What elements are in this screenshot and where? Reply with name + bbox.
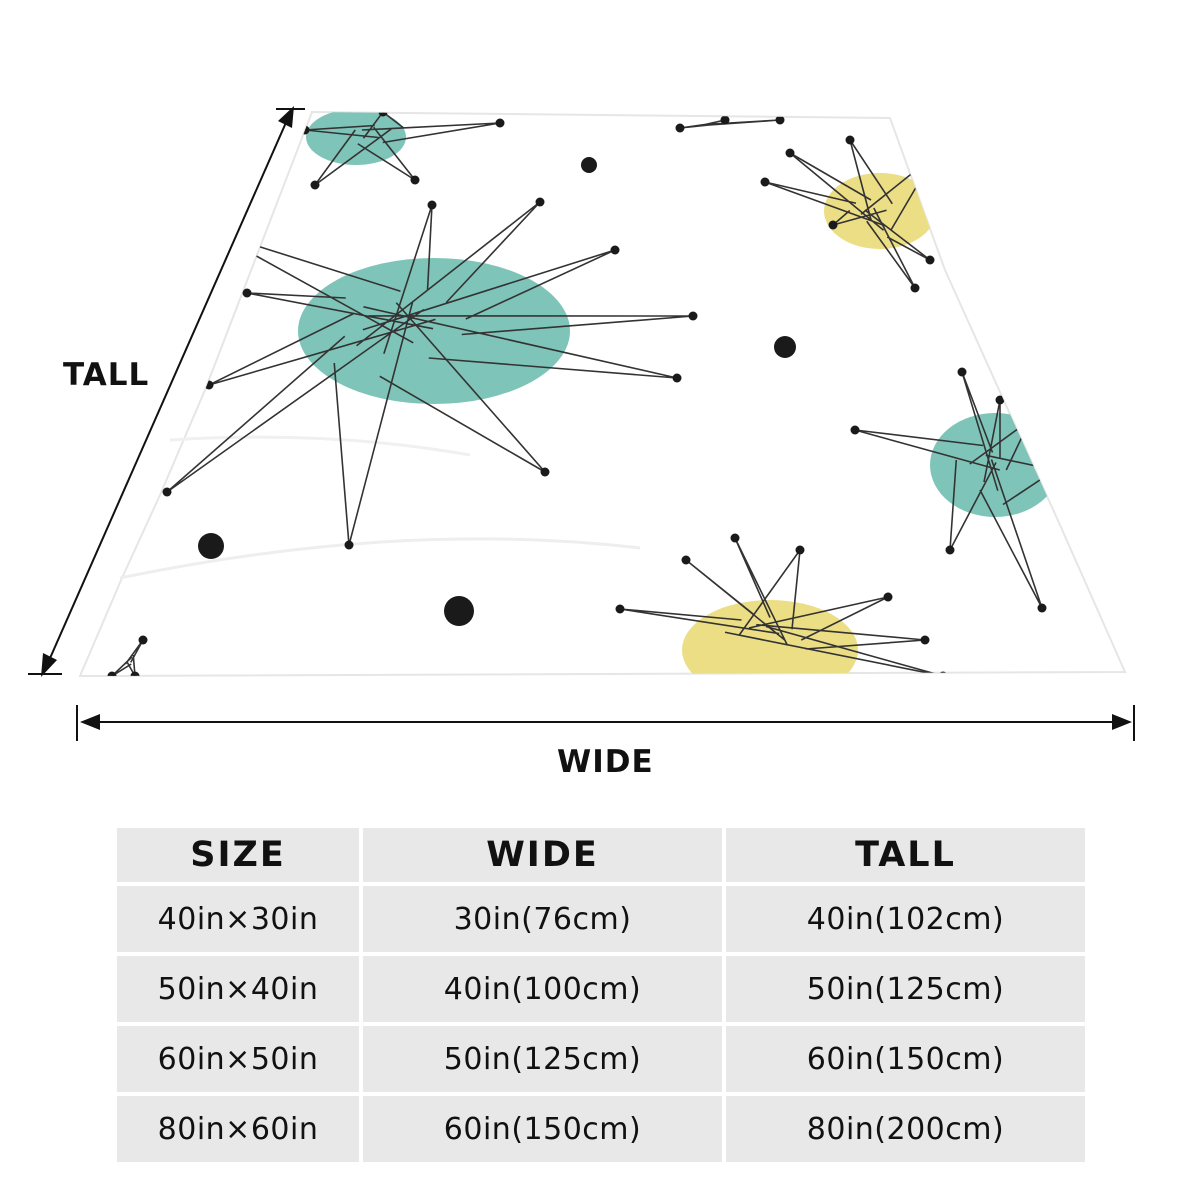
starburst-tip-dot — [344, 540, 354, 550]
starburst-tip-dot — [204, 380, 214, 390]
starburst-tip-dot — [957, 367, 967, 377]
starburst-tip-dot — [138, 635, 148, 645]
table-header-row: SIZE WIDE TALL — [117, 828, 1085, 882]
table-row: 50in×40in 40in(100cm) 50in(125cm) — [117, 956, 1085, 1022]
starburst-tip-dot — [675, 123, 685, 133]
starburst-tip-dot — [130, 671, 140, 676]
starburst-tip-dot — [730, 533, 740, 543]
wide-cell: 60in(150cm) — [363, 1096, 722, 1162]
wide-cell: 50in(125cm) — [363, 1026, 722, 1092]
starburst — [615, 533, 948, 676]
wide-cell: 40in(100cm) — [363, 956, 722, 1022]
starburst-tip-dot — [495, 118, 505, 128]
starburst-tip-dot — [410, 175, 420, 185]
header-tall: TALL — [726, 828, 1085, 882]
starburst-tip-dot — [883, 592, 893, 602]
tall-cell: 80in(200cm) — [726, 1096, 1085, 1162]
table-row: 40in×30in 30in(76cm) 40in(102cm) — [117, 886, 1085, 952]
starburst-tip-dot — [378, 112, 388, 117]
teal-blob — [306, 112, 406, 165]
size-cell: 80in×60in — [117, 1096, 360, 1162]
starburst-tip-dot — [242, 288, 252, 298]
starburst-rays — [304, 112, 501, 186]
starburst-tip-dot — [720, 115, 730, 125]
size-cell: 60in×50in — [117, 1026, 360, 1092]
starburst-tip-dot — [930, 150, 940, 160]
wide-cell: 30in(76cm) — [363, 886, 722, 952]
starburst-rays — [619, 537, 944, 676]
size-cell: 40in×30in — [117, 886, 360, 952]
tall-cell: 40in(102cm) — [726, 886, 1085, 952]
starburst-tip-dot — [615, 604, 625, 614]
starburst-tip-dot — [681, 555, 691, 565]
header-size: SIZE — [117, 828, 360, 882]
starburst — [760, 135, 940, 293]
starburst-tip-dot — [910, 283, 920, 293]
starburst-rays — [166, 201, 694, 546]
starburst-tip-dot — [610, 245, 620, 255]
starburst-tip-dot — [540, 467, 550, 477]
starburst-tip-dot — [760, 177, 770, 187]
starburst-tip-dot — [1025, 415, 1035, 425]
starburst-tip-dot — [920, 635, 930, 645]
dot — [444, 596, 474, 626]
starburst-tip-dot — [995, 395, 1005, 405]
starburst-tip-dot — [535, 197, 545, 207]
starburst-tip-dot — [688, 311, 698, 321]
yellow-blob — [824, 173, 936, 249]
teal-blob — [298, 258, 570, 404]
wide-label: WIDE — [557, 744, 654, 780]
starburst-tip-dot — [925, 255, 935, 265]
dot — [198, 533, 224, 559]
dot — [581, 157, 597, 173]
starburst-tip-dot — [427, 200, 437, 210]
table-row: 80in×60in 60in(150cm) 80in(200cm) — [117, 1096, 1085, 1162]
starburst-tip-dot — [775, 115, 785, 125]
size-chart-table: SIZE WIDE TALL 40in×30in 30in(76cm) 40in… — [113, 824, 1089, 1166]
tall-cell: 60in(150cm) — [726, 1026, 1085, 1092]
wide-dimension-arrow — [76, 705, 1135, 741]
size-cell: 50in×40in — [117, 956, 360, 1022]
starburst-tip-dot — [1050, 465, 1060, 475]
tall-dimension-arrow — [28, 106, 305, 677]
starburst-rays — [764, 139, 936, 289]
starburst-tip-dot — [945, 545, 955, 555]
starburst — [107, 635, 148, 676]
starburst-tip-dot — [310, 180, 320, 190]
table-row: 60in×50in 50in(125cm) 60in(150cm) — [117, 1026, 1085, 1092]
starburst — [300, 112, 505, 190]
starburst-tip-dot — [208, 227, 218, 237]
starburst-tip-dot — [672, 373, 682, 383]
starburst-tip-dot — [162, 487, 172, 497]
starburst-rays — [111, 639, 144, 676]
starburst-tip-dot — [850, 425, 860, 435]
header-wide: WIDE — [363, 828, 722, 882]
starburst-tip-dot — [107, 671, 117, 676]
tall-label: TALL — [63, 357, 150, 393]
tall-cell: 50in(125cm) — [726, 956, 1085, 1022]
yellow-blob — [682, 600, 858, 676]
starburst-rays — [854, 371, 1056, 609]
starburst-tip-dot — [785, 148, 795, 158]
dot — [774, 336, 796, 358]
starburst-tip-dot — [1037, 603, 1047, 613]
starburst-tip-dot — [795, 545, 805, 555]
blanket-illustration — [28, 106, 1135, 741]
starburst-tip-dot — [828, 220, 838, 230]
starburst — [675, 115, 785, 133]
starburst-tip-dot — [845, 135, 855, 145]
